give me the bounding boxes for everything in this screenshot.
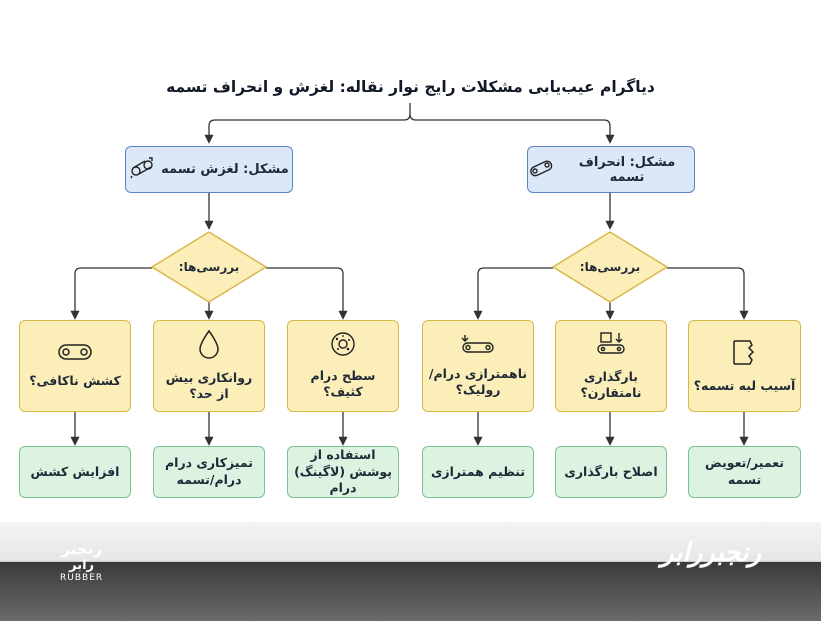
action-clean-drum: تمیزکاری درام درام/تسمه (153, 446, 265, 498)
slip-checks-diamond (150, 231, 268, 303)
action-drum-lagging: استفاده از پوشش (لاگینگ) درام (287, 446, 399, 498)
check-edge-damage-label: آسیب لبه تسمه؟ (693, 378, 796, 393)
action-clean-drum-label: تمیزکاری درام درام/تسمه (165, 455, 253, 487)
action-adjust-alignment: تنظیم همترازی (422, 446, 534, 498)
check-dirty-drum-label: سطح درام کثیف؟ (310, 367, 376, 400)
check-dirty-drum: سطح درام کثیف؟ (287, 320, 399, 412)
misaligned-roller-icon (461, 333, 495, 360)
footer-band (0, 522, 821, 621)
action-fix-loading: اصلاح بارگذاری (555, 446, 667, 498)
check-low-tension: کشش ناکافی؟ (19, 320, 131, 412)
action-adjust-alignment-label: تنظیم همترازی (430, 463, 526, 479)
misalign-checks-diamond (551, 231, 669, 303)
belt-misalignment-icon (528, 156, 554, 184)
brand-watermark: رنجبررابر (660, 538, 761, 568)
title-branch-connector (204, 103, 411, 144)
brand-logo-line1: رنجبر (61, 540, 102, 558)
action-repair-belt-label: تعمیر/تعویض تسمه (705, 455, 784, 487)
check-edge-damage: آسیب لبه تسمه؟ (688, 320, 801, 412)
problem-belt-slip-label: مشکل: لغزش تسمه (161, 162, 289, 177)
check-uneven-loading-label: بارگذاری نامتقارن؟ (580, 368, 642, 401)
problem-belt-slip: مشکل: لغزش تسمه (125, 146, 293, 193)
check-uneven-loading: بارگذاری نامتقارن؟ (555, 320, 667, 412)
action-increase-tension: افزایش کشش (19, 446, 131, 498)
action-increase-tension-label: افزایش کشش (30, 463, 120, 479)
check-roller-misalignment: ناهمترازی درام/رولیک؟ (422, 320, 534, 412)
problem-belt-misalignment-label: مشکل: انحراف تسمه (578, 154, 676, 185)
problem-belt-misalignment: مشکل: انحراف تسمه (527, 146, 695, 193)
torn-edge-icon (730, 337, 760, 372)
action-fix-loading-label: اصلاح بارگذاری (564, 463, 658, 479)
belt-tension-icon (57, 342, 93, 367)
check-roller-misalignment-label: ناهمترازی درام/رولیک؟ (428, 365, 528, 398)
action-drum-lagging-label: استفاده از پوشش (لاگینگ) درام (294, 446, 392, 496)
check-over-lubrication: روانکاری بیش از حد؟ (153, 320, 265, 412)
action-repair-belt: تعمیر/تعویض تسمه (688, 446, 801, 498)
slip-checks-label: بررسی‌ها: (178, 260, 240, 274)
dirty-drum-icon (330, 331, 356, 362)
check-low-tension-label: کشش ناکافی؟ (29, 373, 121, 388)
diagram-title: دیاگرام عیب‌یابی مشکلات رایج نوار نقاله:… (166, 78, 655, 96)
offset-load-icon (595, 330, 627, 363)
misalign-checks-label: بررسی‌ها: (579, 260, 641, 274)
brand-logo-latin: RUBBER (60, 573, 104, 583)
oil-drop-icon (198, 329, 220, 364)
brand-logo-line2: رابر (69, 558, 95, 573)
brand-logo: رنجبر رابر RUBBER (60, 540, 103, 583)
check-over-lubrication-label: روانکاری بیش از حد؟ (165, 369, 253, 402)
belt-slip-icon (129, 156, 155, 184)
